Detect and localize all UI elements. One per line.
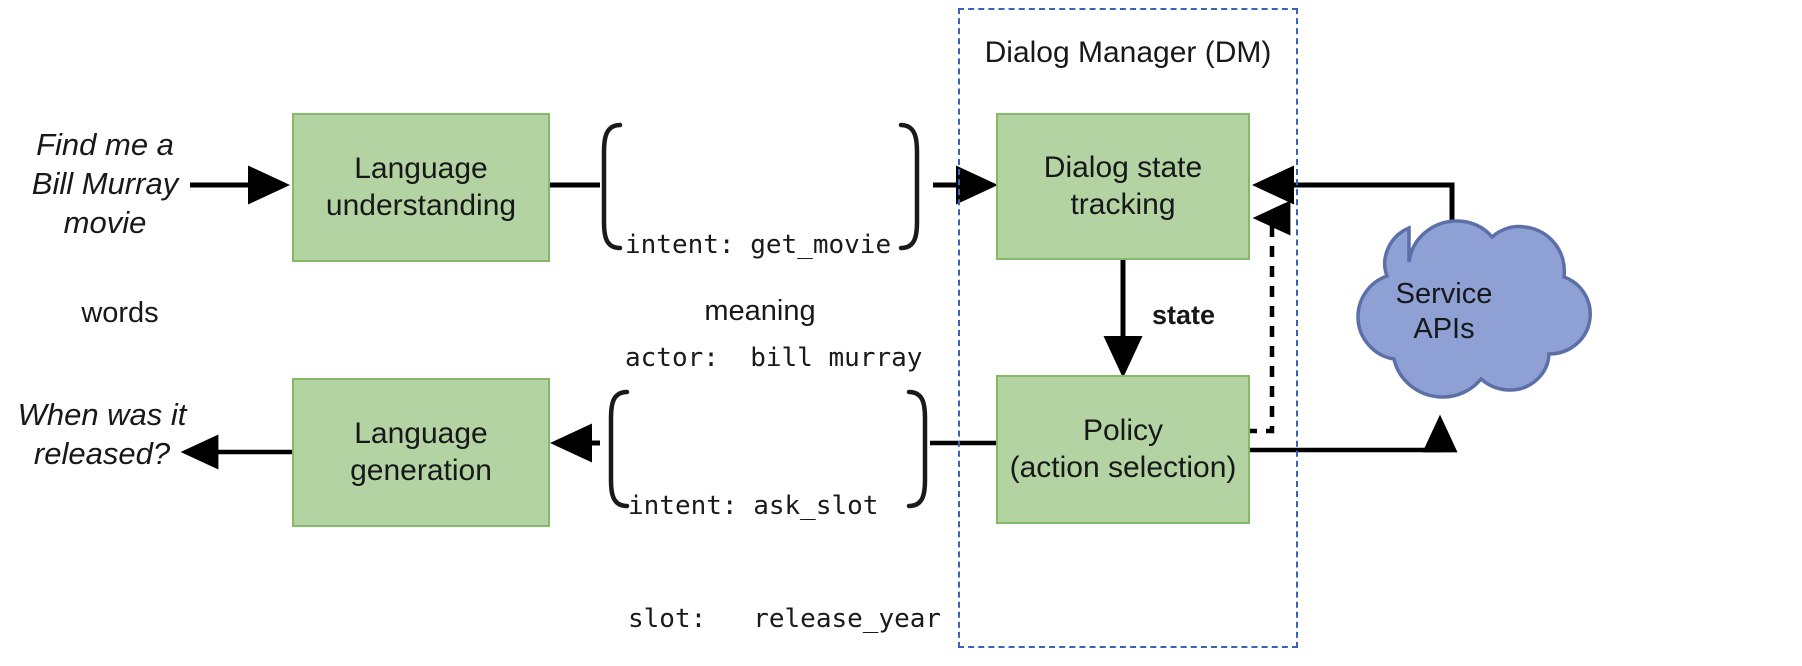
semantic-input-line1: intent: get_movie xyxy=(625,230,892,261)
user-utterance-line1: Find me a xyxy=(36,127,174,162)
nlg-box[interactable]: Language generation xyxy=(292,378,550,527)
semantic-output-line2: slot: release_year xyxy=(628,604,942,635)
bracket-left-top xyxy=(601,122,623,251)
policy-box-line1: Policy xyxy=(1082,413,1164,447)
policy-box-line2: (action selection) xyxy=(1009,450,1237,484)
policy-box[interactable]: Policy (action selection) xyxy=(996,375,1250,524)
label-state: state xyxy=(1152,300,1216,330)
dialog-manager-container xyxy=(958,8,1298,648)
semantic-input-line2: actor: bill murray xyxy=(625,343,923,374)
service-apis-line2: APIs xyxy=(1413,312,1475,345)
user-utterance-line3: movie xyxy=(63,204,147,240)
user-utterance-input: Find me a Bill Murray movie xyxy=(10,126,200,242)
semantic-frame-input: intent: get_movie actor: bill murray xyxy=(625,152,922,454)
service-apis-line1: Service xyxy=(1395,278,1493,310)
nlu-box[interactable]: Language understanding xyxy=(292,113,550,262)
nlu-box-line2: understanding xyxy=(325,188,517,222)
system-utterance-output: When was it released? xyxy=(4,396,200,474)
semantic-frame-output: intent: ask_slot slot: release_year xyxy=(628,413,941,666)
label-meaning: meaning xyxy=(704,295,816,327)
service-apis-label: Service APIs xyxy=(1344,277,1544,347)
dialog-manager-title: Dialog Manager (DM) xyxy=(984,36,1272,69)
nlg-box-line1: Language xyxy=(354,416,488,450)
dst-box-line1: Dialog state xyxy=(1043,150,1203,184)
dialog-state-tracking-box[interactable]: Dialog state tracking xyxy=(996,113,1250,260)
dst-box-line2: tracking xyxy=(1070,187,1176,221)
label-words: words xyxy=(81,297,159,329)
semantic-output-line1: intent: ask_slot xyxy=(628,491,879,522)
user-utterance-line2: Bill Murray xyxy=(31,165,179,201)
nlg-box-line2: generation xyxy=(350,453,492,487)
system-utterance-line2: released? xyxy=(33,435,171,471)
nlu-box-line1: Language xyxy=(354,151,488,185)
system-utterance-line1: When was it xyxy=(17,397,187,432)
